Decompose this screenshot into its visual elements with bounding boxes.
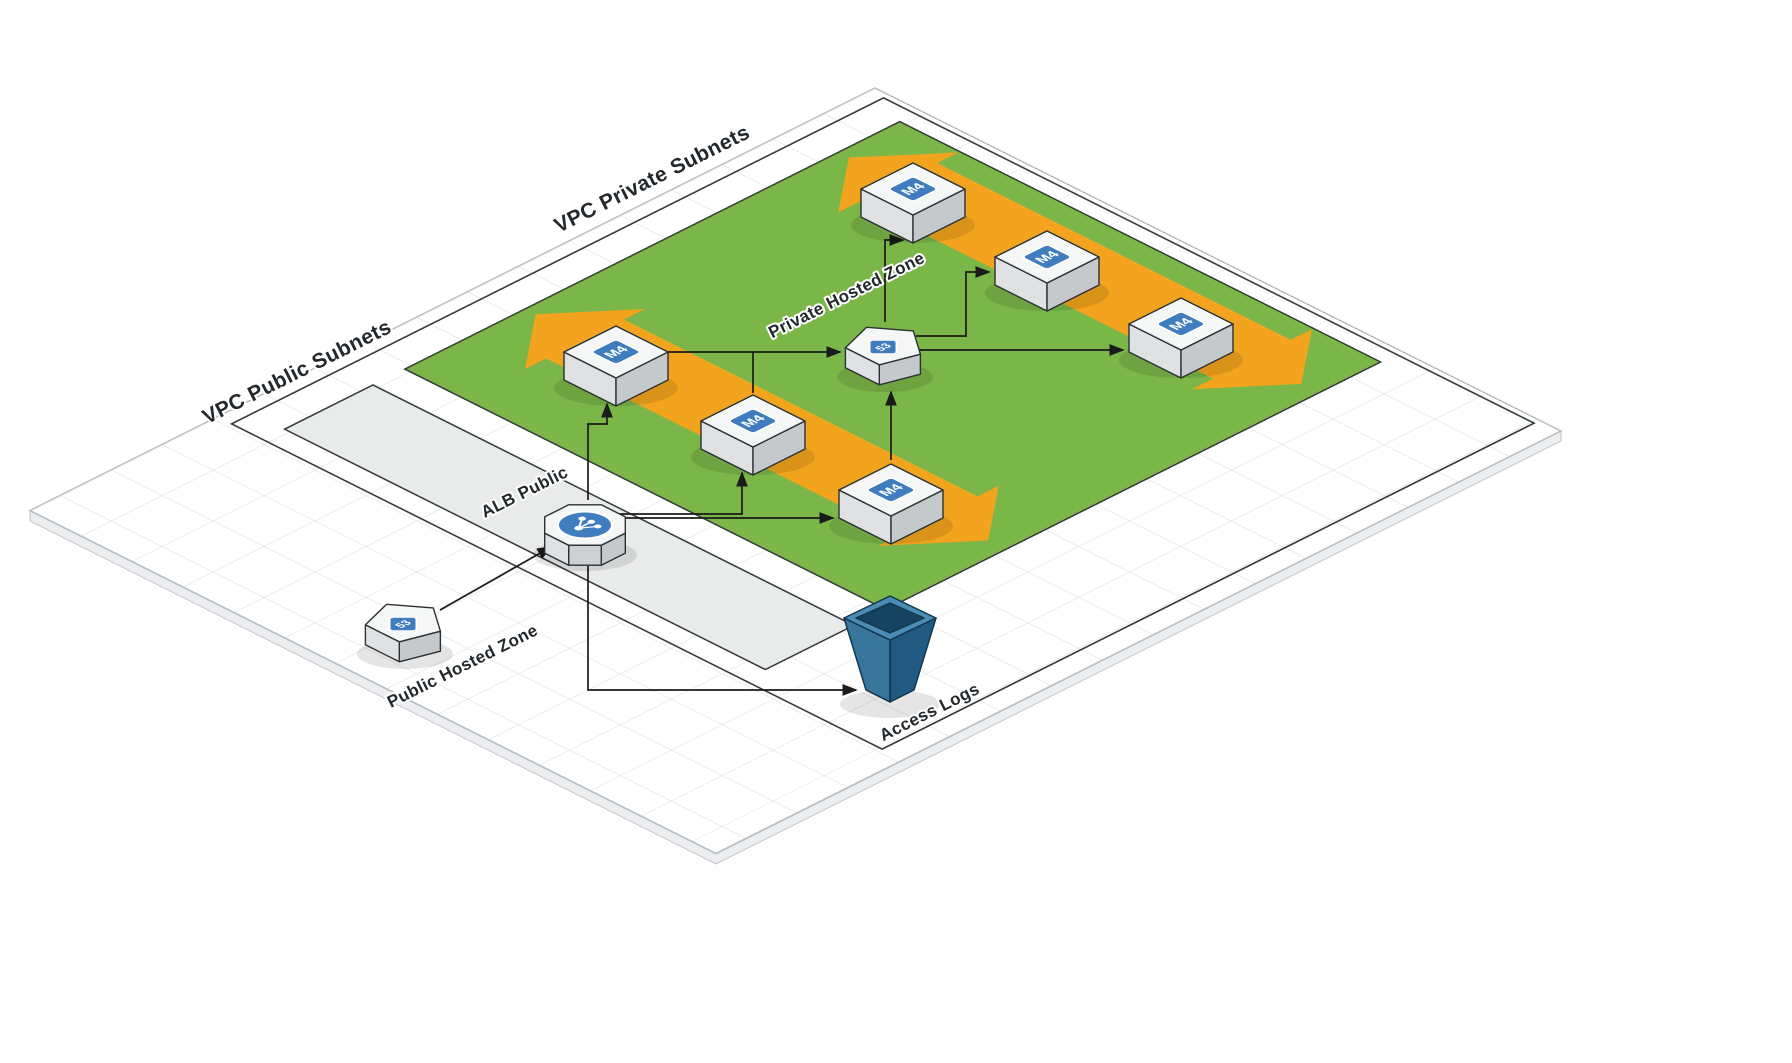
icon-shadow <box>840 690 940 718</box>
s3-access-logs-bucket-icon <box>840 595 940 718</box>
connector-private-hz-to-instance-b2 <box>916 266 991 337</box>
connector-alb-to-instance-a1 <box>587 402 613 500</box>
alb-public-icon <box>531 503 639 573</box>
connectors <box>439 234 1125 696</box>
connector-alb-to-instance-a2 <box>612 471 748 515</box>
connector-alb-to-access-logs <box>587 566 858 696</box>
connector-public-hz-to-alb <box>439 546 553 611</box>
isometric-plane-group <box>30 88 1561 853</box>
bucket-opening <box>855 602 925 634</box>
vpc-boundary-outline <box>232 98 1534 749</box>
